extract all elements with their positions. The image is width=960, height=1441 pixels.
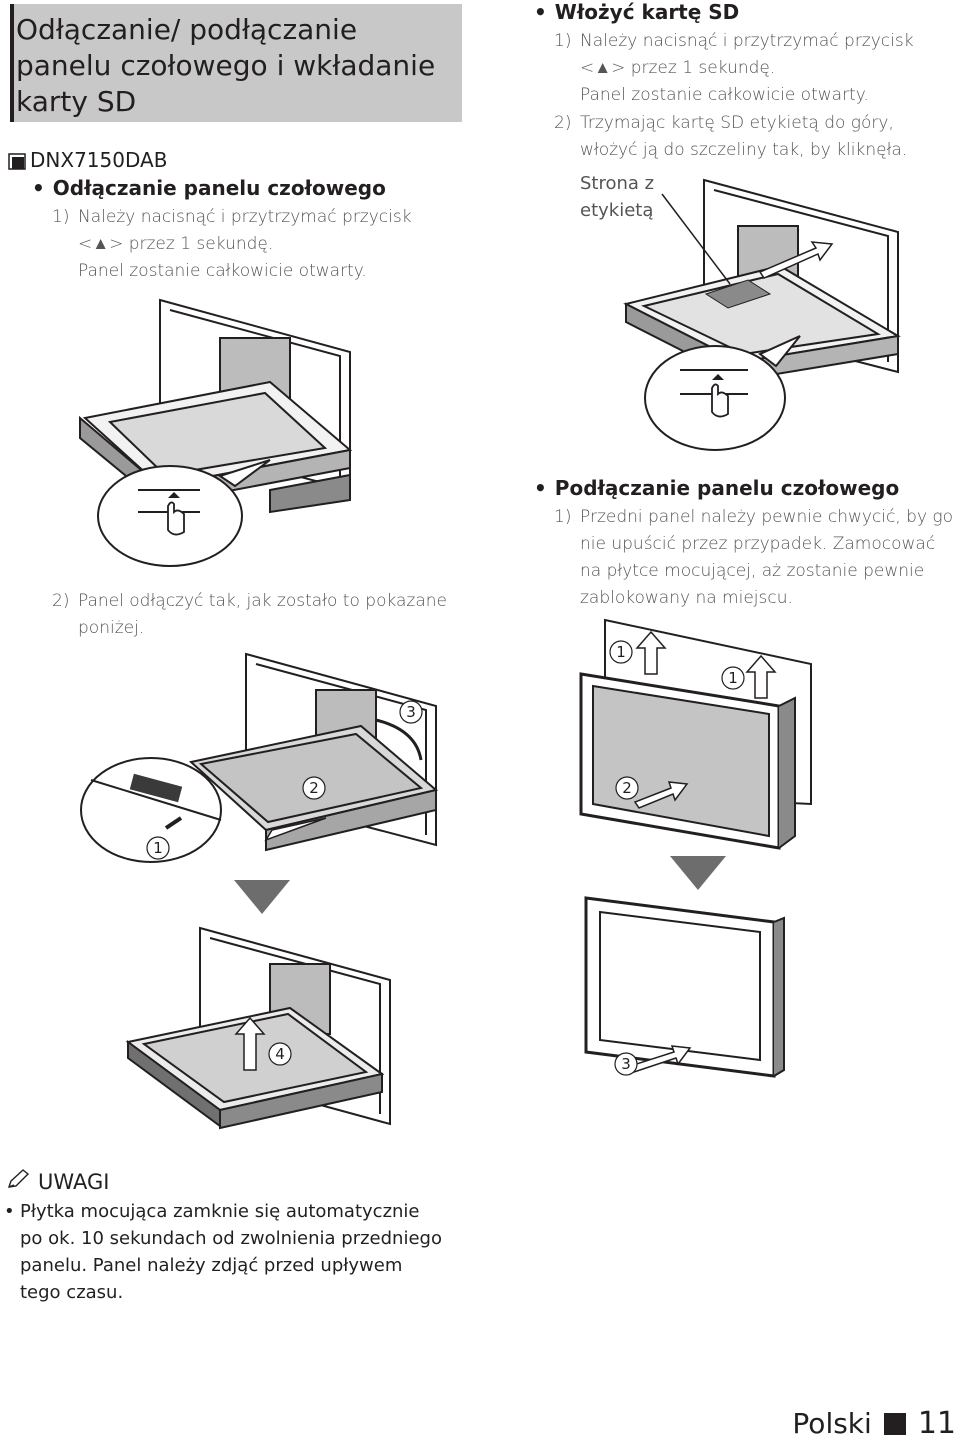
callout-4 [268, 1042, 292, 1066]
device-icon [8, 150, 26, 170]
section-title: Odłączanie/ podłączanie panelu czołowego… [10, 4, 462, 122]
note-text: Płytka mocująca zamknie się automatyczni… [20, 1201, 442, 1303]
detach-step-1: 1) Należy nacisnąć i przytrzymać przycis… [52, 204, 462, 285]
figure-panel-raise: 4 [125, 926, 391, 1130]
footer-language: Polski [792, 1407, 872, 1440]
callout-3 [399, 700, 423, 724]
callout-label: 3 [406, 703, 416, 721]
down-arrow-icon [234, 880, 290, 914]
callout-2 [615, 776, 639, 800]
page-footer: Polski 11 [792, 1406, 956, 1441]
insert-sd-step-1: 1) Należy nacisnąć i przytrzymać przycis… [554, 28, 954, 109]
notes-heading: UWAGI [6, 1168, 109, 1195]
step-text: Należy nacisnąć i przytrzymać przycisk <… [78, 207, 412, 254]
figure-attach-panel: 1 1 2 [579, 618, 812, 850]
callout-1 [146, 836, 170, 860]
callout-label: 2 [309, 779, 319, 797]
insert-sd-heading: Włożyć kartę SD [534, 0, 739, 24]
model-name: DNX7150DAB [30, 148, 168, 172]
attach-step-1: 1) Przedni panel należy pewnie chwycić, … [554, 504, 954, 612]
notes-title: UWAGI [38, 1169, 110, 1194]
figure-sd-insert [623, 178, 901, 451]
step-number: 2) [554, 113, 572, 133]
figure-attached-panel: 3 [584, 896, 785, 1078]
square-icon [883, 1412, 906, 1435]
callout-label: 1 [616, 643, 626, 661]
caption-line: Strona z [580, 173, 655, 194]
step-text: Panel odłączyć tak, jak zostało to pokaz… [78, 591, 448, 638]
detach-step-2: 2) Panel odłączyć tak, jak zostało to po… [52, 588, 462, 642]
page-number: 11 [917, 1406, 956, 1441]
callout-label: 1 [728, 669, 738, 687]
step-number: 2) [52, 591, 70, 611]
step-text: Należy nacisnąć i przytrzymać przycisk <… [580, 31, 914, 78]
bullet-icon: • [4, 1201, 15, 1222]
caption-line: etykietą [580, 200, 654, 221]
callout-label: 2 [622, 779, 632, 797]
callout-1-b [721, 666, 745, 690]
step-text: Trzymając kartę SD etykietą do góry, wło… [580, 113, 908, 160]
detach-heading: Odłączanie panelu czołowego [32, 176, 386, 200]
callout-label: 4 [275, 1045, 285, 1063]
step-number: 1) [554, 31, 572, 51]
figure-detach-panel: 3 2 1 [80, 652, 439, 863]
callout-label: 1 [153, 839, 163, 857]
step-subtext: Panel zostanie całkowicie otwarty. [78, 261, 367, 281]
attach-heading: Podłączanie panelu czołowego [534, 476, 899, 500]
callout-2 [302, 776, 326, 800]
callout-1 [609, 640, 633, 664]
label-side-caption: Strona z etykietą [580, 170, 654, 224]
step-subtext: Panel zostanie całkowicie otwarty. [580, 85, 869, 105]
step-text: Przedni panel należy pewnie chwycić, by … [580, 507, 954, 608]
note-item: • Płytka mocująca zamknie się automatycz… [4, 1198, 444, 1306]
callout-label: 3 [621, 1055, 631, 1073]
insert-sd-step-2: 2) Trzymając kartę SD etykietą do góry, … [554, 110, 954, 164]
pencil-icon [6, 1168, 30, 1195]
step-number: 1) [52, 207, 70, 227]
step-number: 1) [554, 507, 572, 527]
down-arrow-icon [670, 856, 726, 890]
figure-open-panel [79, 298, 353, 567]
callout-3 [614, 1052, 638, 1076]
model-line: DNX7150DAB [8, 148, 167, 172]
